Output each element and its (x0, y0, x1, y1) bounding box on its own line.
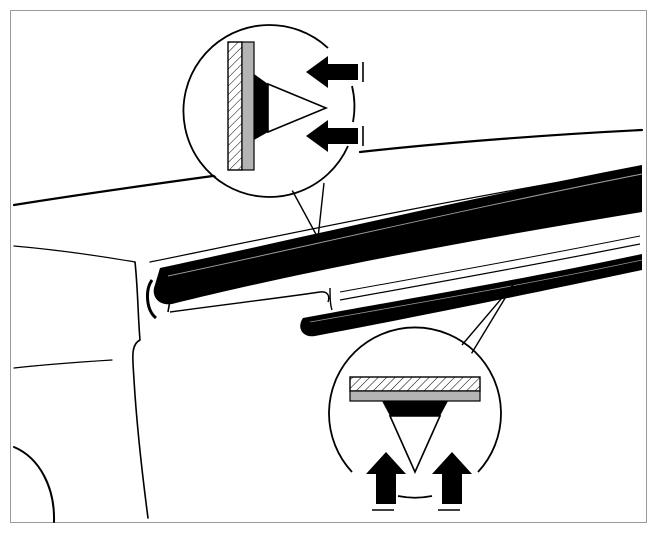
lower-door-seal (300, 254, 643, 337)
top-detail-callout (182, 22, 364, 198)
door-panel-edge (169, 235, 641, 313)
callout-leaders (291, 182, 514, 357)
plate-hatch (349, 376, 481, 392)
figure-border (10, 10, 647, 523)
upper-door-seal (146, 165, 643, 320)
lower-seal-base (349, 390, 481, 402)
press-upward-icon (366, 452, 472, 511)
lower-seal-tip (388, 415, 442, 474)
bottom-detail-callout (328, 326, 502, 511)
press-inward-icon (306, 56, 364, 152)
lower-seal-profile (382, 401, 448, 416)
seal-tip (267, 82, 329, 134)
seal-profile (254, 74, 268, 140)
seal-base (241, 41, 255, 171)
wall-hatch (227, 41, 243, 171)
